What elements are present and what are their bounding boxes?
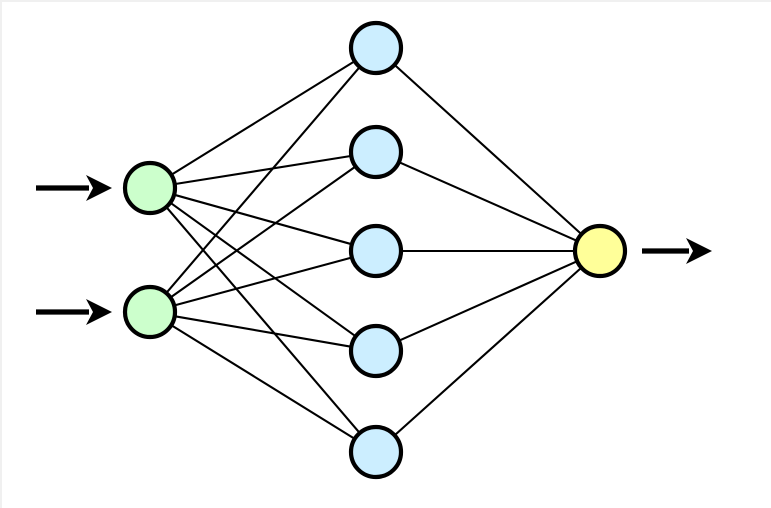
connection-edge-i2-h3 <box>172 256 354 307</box>
input-arrow-2 <box>36 299 112 325</box>
connection-edge-i2-h5 <box>169 323 357 441</box>
output-node-1[interactable] <box>572 223 628 279</box>
connection-edge-i1-h2 <box>172 154 354 186</box>
output-arrow-1 <box>642 238 712 264</box>
connection-edge-h1-o1 <box>392 63 584 236</box>
hidden-node-1[interactable] <box>348 20 404 76</box>
connection-edge-h4-o1 <box>396 259 580 343</box>
input-node-2[interactable] <box>122 284 178 340</box>
connection-edge-i1-h3 <box>172 193 354 246</box>
hidden-node-4[interactable] <box>348 323 404 379</box>
connection-edge-i1-h5 <box>164 205 362 435</box>
io-arrows-group <box>36 175 712 325</box>
connection-edge-i2-h2 <box>168 164 358 300</box>
input-node-1[interactable] <box>122 160 178 216</box>
hidden-node-2[interactable] <box>348 124 404 180</box>
hidden-node-5[interactable] <box>348 424 404 480</box>
input-arrow-2-head-icon <box>86 299 112 325</box>
connection-edge-i1-h4 <box>168 200 358 339</box>
connection-edge-i2-h1 <box>164 65 362 295</box>
connection-edge-i2-h4 <box>172 315 354 348</box>
connection-edge-i1-h1 <box>169 59 357 177</box>
edges-group <box>164 59 584 441</box>
input-arrow-1-head-icon <box>86 175 112 201</box>
output-arrow-1-head-icon <box>686 238 712 264</box>
connection-edge-h5-o1 <box>392 265 584 438</box>
nodes-group <box>122 20 628 480</box>
hidden-node-3[interactable] <box>348 223 404 279</box>
input-arrow-1 <box>36 175 112 201</box>
connection-edge-h2-o1 <box>396 160 580 243</box>
